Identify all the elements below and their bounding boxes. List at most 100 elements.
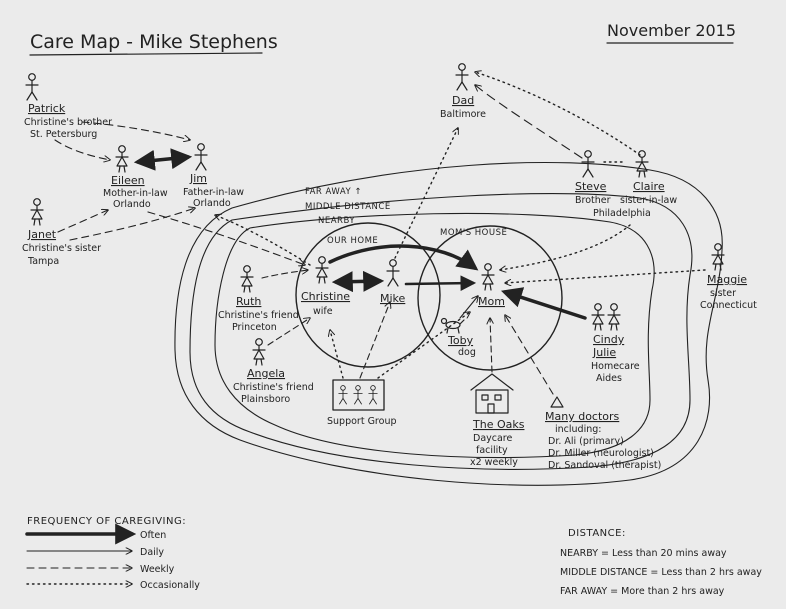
support-group-label: Support Group [327,416,397,427]
link-eileen-jim [133,148,193,171]
distance-far: FAR AWAY = More than 2 hrs away [560,586,725,597]
distance-nearby: NEARBY = Less than 20 mins away [560,548,727,559]
our-home-label: OUR HOME [327,236,378,246]
link-ruth-christine [261,270,308,279]
map-date: November 2015 [607,21,736,40]
distance-legend: DISTANCE: NEARBY = Less than 20 mins awa… [560,528,762,597]
cindy-figure [591,303,605,331]
legend-often: Often [140,530,166,541]
middle-distance-label: MIDDLE DISTANCE [305,202,391,212]
toby-name: Toby [447,334,474,347]
distance-legend-heading: DISTANCE: [568,528,626,539]
christine-name: Christine [301,290,350,303]
doctors-name: Many doctors [545,410,620,423]
christine-relation: wife [313,306,333,317]
ruth-relation: Christine's friend [218,310,299,321]
ruth-name: Ruth [236,295,261,308]
link-maggie-mom [505,269,706,283]
doctors-including: including: [555,424,601,435]
patrick-figure [25,73,39,101]
link-steve-dad [475,85,583,159]
support-group-icon [332,379,385,411]
mom-figure [481,263,495,291]
steve-name: Steve [575,180,607,193]
link-christine-jim [215,215,311,266]
eileen-relation: Mother-in-law [103,188,168,199]
jim-figure [194,143,208,171]
frequency-legend: FREQUENCY OF CAREGIVING: Often Daily Wee… [25,516,200,591]
the-oaks-type: Daycare [473,433,513,444]
nearby-boundary [214,212,655,459]
far-away-label: FAR AWAY ↑ [305,187,362,197]
far-away-boundary [174,161,723,486]
link-doctors-mom [505,315,554,395]
aides-role-1: Homecare [591,361,640,372]
jim-name: Jim [189,172,207,185]
ruth-figure [240,265,254,293]
claire-name: Claire [633,180,665,193]
angela-figure [252,338,266,366]
cindy-name: Cindy [593,333,625,346]
steve-claire-location: Philadelphia [593,208,651,219]
doctor-ali: Dr. Ali (primary) [548,436,624,447]
the-oaks-name: The Oaks [472,418,525,431]
angela-relation: Christine's friend [233,382,314,393]
legend-occasionally: Occasionally [140,580,200,591]
janet-relation: Christine's sister [22,243,101,254]
link-patrick-eileen [54,139,110,160]
claire-relation: sister-in-law [620,195,677,206]
legend-weekly: Weekly [140,564,175,575]
dad-figure [455,63,469,91]
link-christine-mom [328,244,479,271]
link-claire-dad [475,72,641,156]
link-janet-jim [69,208,195,241]
jim-location: Orlando [193,198,231,209]
link-support-mike [359,302,390,379]
nearby-label: NEARBY [318,216,355,226]
toby-relation: dog [458,347,476,358]
patrick-name: Patrick [28,102,66,115]
jim-relation: Father-in-law [183,187,244,198]
christine-figure [315,256,329,284]
connections [54,72,706,395]
maggie-relation: sister [710,288,736,299]
eileen-figure [115,145,129,173]
the-oaks-type-2: facility [476,445,508,456]
link-mike-dad [394,128,458,259]
janet-figure [30,198,44,226]
angela-location: Plainsboro [241,394,290,405]
distance-middle: MIDDLE DISTANCE = Less than 2 hrs away [560,567,762,578]
the-oaks-frequency: x2 weekly [470,457,518,468]
janet-location: Tampa [27,256,59,267]
link-christine-mike [331,270,385,293]
link-support-mom [377,312,470,379]
link-steve-claire-mom [500,224,631,270]
the-oaks-house-icon [470,373,514,414]
doctors-triangle-icon [550,396,564,408]
aides-role-2: Aides [596,373,622,384]
ruth-location: Princeton [232,322,277,333]
patrick-location: St. Petersburg [30,129,97,140]
link-angela-christine [267,318,310,346]
janet-name: Janet [27,228,57,241]
eileen-location: Orlando [113,199,151,210]
moms-house-circle [417,225,563,371]
link-support-christine [330,330,344,379]
frequency-legend-heading: FREQUENCY OF CAREGIVING: [27,516,186,527]
middle-distance-boundary [189,193,693,470]
mike-name: Mike [380,292,406,305]
eileen-name: Eileen [111,174,145,187]
julie-figure [607,303,621,331]
mom-name: Mom [478,295,505,308]
angela-name: Angela [247,367,285,380]
link-oaks-mom [490,318,492,373]
link-patrick-jim [81,121,190,140]
link-mike-mom [404,275,477,291]
doctor-miller: Dr. Miller (neurologist) [548,448,654,459]
claire-figure [635,150,649,178]
mike-figure [386,259,400,287]
steve-relation: Brother [575,195,611,206]
patrick-relation: Christine's brother [24,117,112,128]
link-janet-eileen [57,210,108,233]
